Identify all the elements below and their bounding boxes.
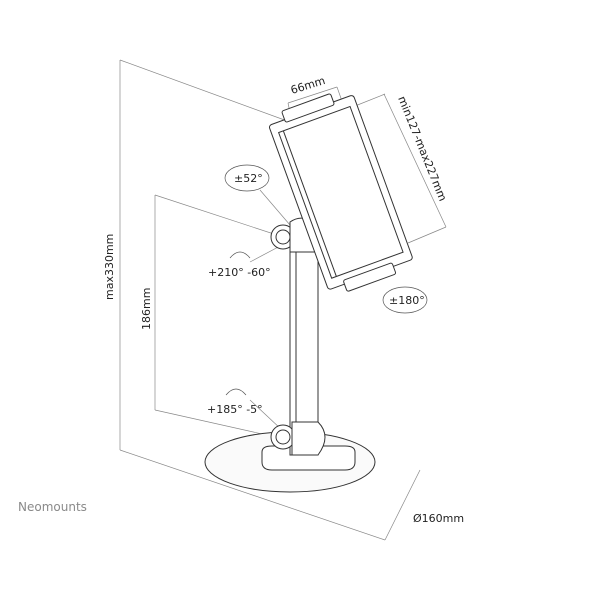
upper-joint-label: +210° -60°: [208, 266, 271, 279]
brand-logo: Neomounts: [18, 500, 87, 514]
tilt-label: ±52°: [234, 172, 263, 185]
lower-joint-label: +185° -5°: [207, 403, 263, 416]
arm-height-label: 186mm: [140, 288, 153, 330]
holder-depth-label: 66mm: [289, 74, 327, 97]
max-height-label: max330mm: [103, 234, 116, 300]
stand-outline: [204, 93, 413, 493]
rotation-markers: [224, 164, 428, 396]
base-diameter-label: Ø160mm: [413, 512, 464, 525]
holder-range-label: min127-max227mm: [395, 94, 449, 203]
holder-rotate-label: ±180°: [389, 294, 425, 307]
